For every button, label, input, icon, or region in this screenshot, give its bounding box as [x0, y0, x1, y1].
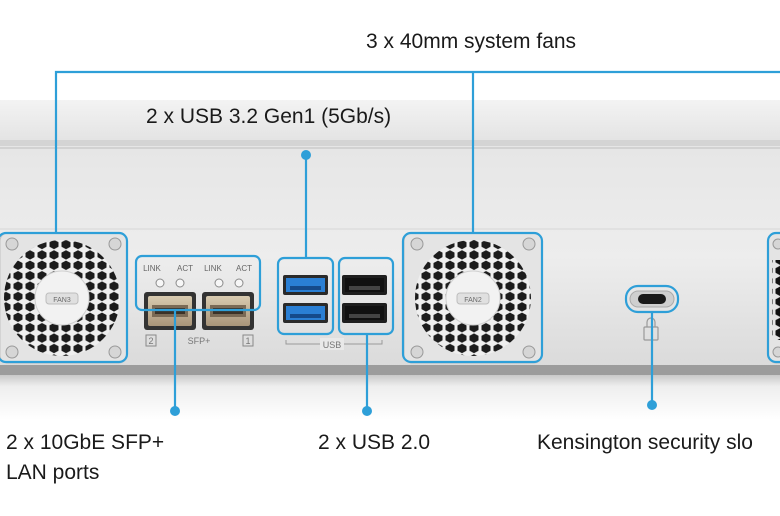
usb3-highlight	[276, 256, 335, 336]
link-label-a: LINK	[143, 264, 161, 273]
usb2-ports	[342, 275, 387, 323]
sfp-callout-line1: 2 x 10GbE SFP+	[6, 431, 165, 454]
link-label-b: LINK	[204, 264, 222, 273]
led-link-2	[155, 278, 165, 288]
port-number-1: 1	[245, 336, 250, 346]
callout-dots	[170, 150, 657, 416]
sfp-callout-line2: LAN ports	[6, 461, 100, 485]
front-panel	[0, 146, 780, 368]
usb2-port-bottom[interactable]	[342, 303, 387, 323]
sfp-callout-label: 2 x 10GbE SFP+ LAN ports	[6, 428, 164, 489]
act-label-a: ACT	[177, 264, 193, 273]
usb3-port-bottom[interactable]	[283, 303, 328, 323]
chassis-top-edge	[0, 140, 780, 146]
callout-overlay	[0, 70, 780, 411]
kensington-callout-label: Kensington security slo	[537, 431, 753, 454]
led-act-1	[234, 278, 244, 288]
port-number-2: 2	[148, 336, 153, 346]
fan1-highlight	[766, 231, 780, 364]
fan2: FAN2	[403, 232, 543, 364]
act-label-b: ACT	[236, 264, 252, 273]
usb32-callout-label: 2 x USB 3.2 Gen1 (5Gb/s)	[146, 105, 392, 128]
sfp-highlight	[134, 254, 262, 312]
fan3: FAN3	[0, 232, 128, 364]
led-link-1	[214, 278, 224, 288]
sfp-label: SFP+	[188, 336, 211, 346]
usb20-callout-label: 2 x USB 2.0	[318, 431, 431, 454]
fan3-label: FAN3	[53, 297, 71, 304]
usb2-port-top[interactable]	[342, 275, 387, 295]
usb3-ports	[283, 275, 328, 323]
usb3-port-top[interactable]	[283, 275, 328, 295]
fan2-label: FAN2	[464, 297, 482, 304]
fan3-highlight	[0, 231, 129, 364]
chassis-bottom-edge	[0, 365, 780, 375]
fans-callout-label: 3 x 40mm system fans	[366, 30, 577, 53]
usb-label: USB	[323, 340, 342, 350]
fan2-highlight	[401, 231, 544, 364]
fan1-partial	[767, 232, 780, 364]
chassis-top	[0, 100, 780, 145]
fans-callout-line	[54, 70, 780, 232]
kensington-slot[interactable]	[629, 290, 675, 308]
floor-shadow	[0, 375, 780, 420]
led-act-2	[175, 278, 185, 288]
